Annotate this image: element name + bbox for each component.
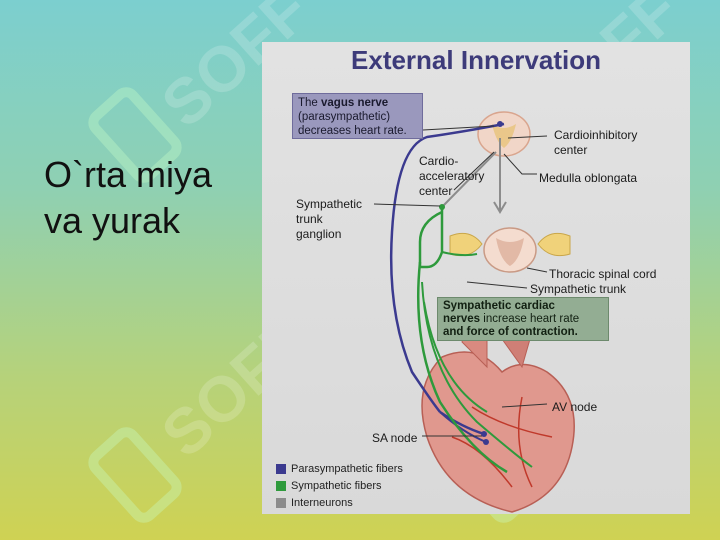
spinal-cord-shape — [449, 227, 571, 273]
label-thoracic-spinal-cord: Thoracic spinal cord — [549, 267, 657, 281]
medulla-shape — [477, 111, 531, 157]
label-ganglion-line1: Sympathetic — [296, 197, 363, 211]
legend: Parasympathetic fibers Sympathetic fiber… — [276, 460, 403, 511]
vagus-line1: The vagus nerve — [298, 96, 417, 110]
symp-rest2: increase heart rate — [480, 313, 580, 325]
sympathetic-nerves-callout: Sympathetic cardiac nerves increase hear… — [437, 297, 609, 341]
label-medulla: Medulla oblongata — [539, 171, 638, 185]
vagus-prefix: The — [298, 97, 322, 109]
symp-line2: nerves increase heart rate — [443, 313, 603, 326]
legend-item-parasympathetic: Parasympathetic fibers — [276, 460, 403, 477]
vagus-bold: vagus nerve — [321, 97, 389, 109]
label-sympathetic-ganglion: Sympathetic trunk ganglion — [296, 197, 362, 242]
label-ganglion-line3: ganglion — [296, 227, 342, 241]
legend-swatch-parasympathetic — [276, 463, 286, 474]
symp-line3: and force of contraction. — [443, 326, 603, 339]
vagus-line3: decreases heart rate. — [298, 125, 407, 137]
legend-item-sympathetic: Sympathetic fibers — [276, 477, 403, 494]
vagus-nerve-callout: The vagus nerve (parasympathetic) decrea… — [292, 93, 423, 139]
label-cardioinhibitory-line1: Cardioinhibitory — [554, 128, 638, 142]
figure-title: External Innervation — [351, 45, 601, 75]
label-cardioinhibitory-line2: center — [554, 143, 588, 157]
legend-label-interneurons: Interneurons — [291, 496, 353, 509]
label-cardio-line3: center — [419, 184, 453, 198]
label-av-node: AV node — [552, 400, 598, 414]
legend-swatch-interneurons — [276, 497, 286, 508]
symp-line1: Sympathetic cardiac — [443, 300, 603, 313]
legend-swatch-sympathetic — [276, 480, 286, 491]
slide-title-line1: O`rta miya — [44, 154, 213, 195]
vagus-line2: (parasympathetic) — [298, 111, 391, 123]
label-cardioinhibitory: Cardioinhibitory center — [554, 128, 637, 158]
label-cardio-line1: Cardio- — [419, 154, 459, 168]
heart-shape — [421, 324, 575, 513]
slide-title: O`rta miya va yurak — [44, 152, 254, 244]
label-cardio-line2: acceleratory — [419, 169, 485, 183]
label-cardioacceleratory: Cardio- acceleratory center — [419, 154, 484, 199]
label-ganglion-line2: trunk — [296, 212, 323, 226]
legend-label-sympathetic: Sympathetic fibers — [291, 479, 382, 492]
legend-item-interneurons: Interneurons — [276, 494, 403, 511]
legend-label-parasympathetic: Parasympathetic fibers — [291, 462, 403, 475]
symp-bold3: and force of contraction. — [443, 326, 578, 338]
slide-title-line2: va yurak — [44, 200, 181, 241]
symp-bold1: Sympathetic cardiac — [443, 300, 555, 312]
symp-bold2: nerves — [443, 313, 481, 325]
label-sympathetic-trunk: Sympathetic trunk — [530, 282, 627, 296]
label-sa-node: SA node — [372, 431, 418, 445]
